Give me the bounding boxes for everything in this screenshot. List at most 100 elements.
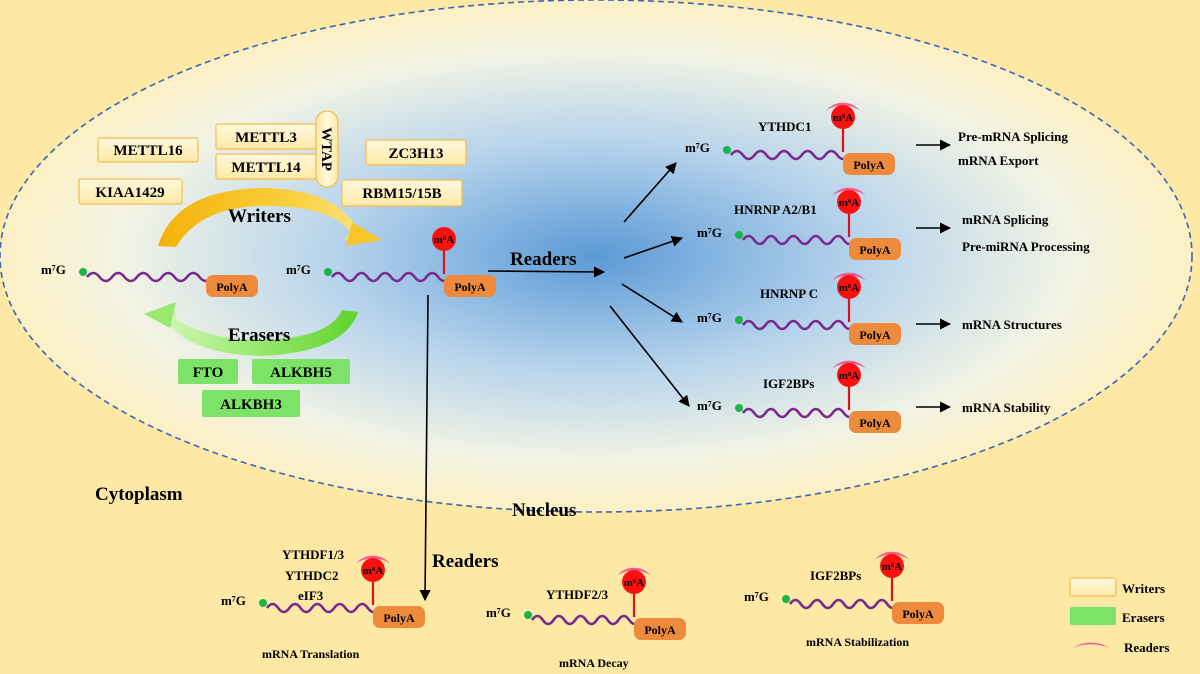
m6a-ball	[837, 363, 861, 387]
branch-arrow-4	[609, 305, 690, 407]
polya-label: PolyA	[216, 280, 248, 294]
polya-label: PolyA	[859, 243, 891, 257]
cytoplasm-label: Cytoplasm	[95, 484, 183, 505]
rna-strand	[85, 271, 214, 283]
reader-crescent	[356, 555, 390, 564]
branch-arrow-1	[623, 162, 677, 223]
mrna-stabilization: m⁷G m⁶A PolyA	[744, 551, 944, 624]
erasers-label: Erasers	[228, 325, 290, 346]
mrna-layer: m⁷G PolyA m⁷G m⁶A PolyA m⁷G m⁶A PolyA m⁷G m⁶A Poly…	[41, 102, 944, 640]
svg-text:RBM15/15B: RBM15/15B	[362, 186, 441, 202]
function-pre-mrna-splicing: Pre-mRNA Splicing	[958, 129, 1068, 144]
polya-tail	[634, 618, 686, 640]
cap-label: m⁷G	[486, 605, 511, 620]
cap-dot	[723, 146, 731, 154]
cap-label: m⁷G	[697, 225, 722, 240]
readers-label-cytoplasmic: Readers	[432, 551, 498, 572]
m6a-label: m⁶A	[882, 561, 902, 573]
svg-text:WTAP: WTAP	[318, 127, 334, 171]
nucleus-label: Nucleus	[512, 500, 576, 521]
rna-strand	[729, 149, 851, 161]
readers-label-nuclear: Readers	[510, 249, 576, 270]
writer-box-wtap: WTAP	[315, 110, 339, 188]
mrna-methylated: m⁷G m⁶A PolyA	[286, 227, 496, 297]
mrna-hnrnpa2b1: m⁷G m⁶A PolyA	[697, 187, 901, 260]
polya-label: PolyA	[902, 607, 934, 621]
cap-label: m⁷G	[221, 593, 246, 608]
legend-item-readers: Readers	[1073, 640, 1170, 655]
polya-tail	[206, 275, 258, 297]
mrna-decay: m⁷G m⁶A PolyA	[486, 567, 686, 640]
polya-tail	[373, 606, 425, 628]
svg-text:METTL14: METTL14	[231, 160, 301, 176]
function-mrna-stability: mRNA Stability	[962, 400, 1051, 415]
writer-box-mettl3: METTL3	[215, 123, 317, 150]
m6a-ball	[432, 227, 456, 251]
svg-text:ALKBH3: ALKBH3	[220, 397, 282, 413]
reader-name-ythdf13: YTHDF1/3	[282, 547, 345, 562]
function-mrna-stabilization: mRNA Stabilization	[806, 635, 909, 649]
cap-label: m⁷G	[744, 589, 769, 604]
svg-text:ALKBH5: ALKBH5	[270, 365, 332, 381]
cap-dot	[324, 268, 332, 276]
m6a-label: m⁶A	[624, 577, 644, 589]
writer-box-zc3h13: ZC3H13	[365, 139, 467, 166]
svg-text:Writers: Writers	[1122, 581, 1165, 596]
polya-tail	[849, 411, 901, 433]
svg-text:METTL3: METTL3	[235, 130, 297, 146]
polya-label: PolyA	[853, 158, 885, 172]
export-arrow	[419, 294, 431, 602]
rna-strand	[330, 271, 452, 283]
reader-crescent	[832, 360, 866, 369]
nucleus-membrane	[0, 0, 1193, 513]
cap-dot	[524, 611, 532, 619]
m6a-label: m⁶A	[434, 234, 454, 246]
erasers-arrow	[144, 302, 358, 356]
rna-strand	[265, 602, 381, 614]
eraser-box-alkbh3: ALKBH3	[202, 390, 300, 417]
writer-box-kiaa1429: KIAA1429	[78, 178, 183, 205]
cap-label: m⁷G	[41, 262, 66, 277]
reader-crescent	[826, 102, 860, 111]
polya-label: PolyA	[454, 280, 486, 294]
reader-name-ythdc2: YTHDC2	[285, 568, 338, 583]
function-mrna-structures: mRNA Structures	[962, 317, 1062, 332]
svg-text:METTL16: METTL16	[113, 143, 183, 159]
reader-crescent	[875, 551, 909, 560]
reader-name-ythdf23: YTHDF2/3	[546, 587, 609, 602]
reader-name-eif3: eIF3	[298, 588, 324, 603]
function-mrna-splicing: mRNA Splicing	[962, 212, 1049, 227]
reader-crescent	[832, 272, 866, 281]
reader-crescent	[617, 567, 651, 576]
m6a-ball	[880, 554, 904, 578]
cap-dot	[782, 595, 790, 603]
polya-tail	[843, 153, 895, 175]
reader-name-hnrnpa2b1: HNRNP A2/B1	[734, 202, 817, 217]
reader-name-hnrnpc: HNRNP C	[760, 286, 818, 301]
cap-dot	[259, 599, 267, 607]
m6a-label: m⁶A	[839, 197, 859, 209]
function-mrna-translation: mRNA Translation	[262, 647, 360, 661]
eraser-box-alkbh5: ALKBH5	[252, 359, 350, 384]
eraser-box-fto: FTO	[178, 359, 238, 384]
m6a-ball	[831, 105, 855, 129]
cap-label: m⁷G	[697, 398, 722, 413]
writers-label: Writers	[228, 206, 291, 227]
function-mrna-export: mRNA Export	[958, 153, 1039, 168]
polya-label: PolyA	[644, 623, 676, 637]
cap-label: m⁷G	[685, 140, 710, 155]
rna-strand	[788, 598, 900, 610]
writer-box-mettl16: METTL16	[97, 137, 199, 163]
writer-box-mettl14: METTL14	[215, 153, 317, 180]
cap-dot	[79, 268, 87, 276]
reader-name-ythdc1: YTHDC1	[758, 119, 811, 134]
svg-text:FTO: FTO	[193, 365, 224, 381]
readers-arrow-main	[487, 266, 606, 278]
polya-tail	[892, 602, 944, 624]
cap-label: m⁷G	[286, 262, 311, 277]
